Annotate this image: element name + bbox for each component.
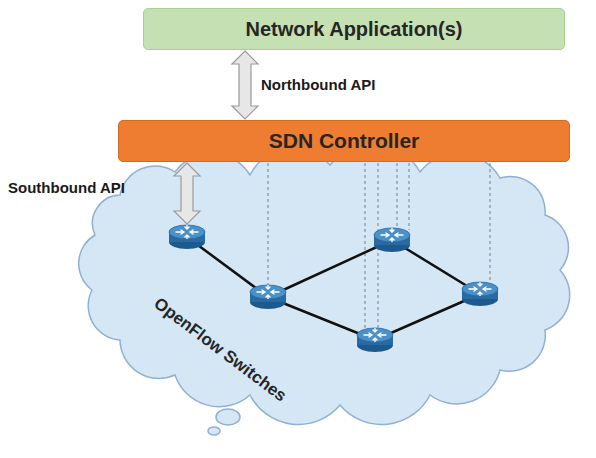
cloud-bubble (216, 409, 240, 425)
application-label: Network Application(s) (245, 18, 462, 41)
controller-box: SDN Controller (118, 120, 570, 162)
api-label: Southbound API (8, 179, 125, 196)
cloud-bubble (208, 427, 220, 435)
cloud-label: OpenFlow Switches (150, 294, 290, 407)
api-arrow (232, 51, 258, 119)
api-arrow (174, 163, 200, 224)
cloud-shape (79, 144, 570, 424)
controller-label: SDN Controller (269, 129, 420, 153)
api-label: Northbound API (261, 76, 375, 93)
application-box: Network Application(s) (143, 8, 565, 50)
switch-cloud: OpenFlow Switches (88, 163, 566, 438)
